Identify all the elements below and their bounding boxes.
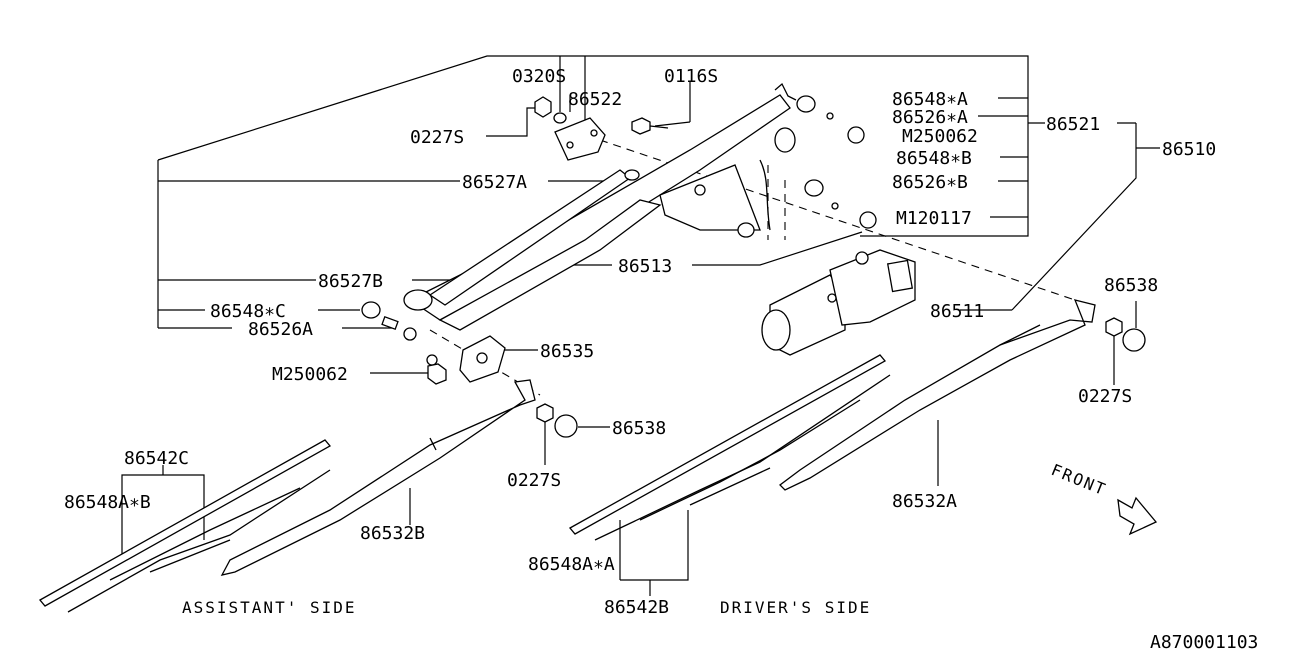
label-86538-right: 86538 xyxy=(1104,275,1158,296)
label-86542b: 86542B xyxy=(604,597,669,618)
nut-0227s-top xyxy=(534,96,552,118)
label-86526-star-b: 86526∗B xyxy=(892,172,968,193)
label-86510: 86510 xyxy=(1162,139,1216,160)
label-86548-star-c: 86548∗C xyxy=(210,301,286,322)
bolt-0116s xyxy=(631,117,651,135)
front-direction-arrow xyxy=(1117,496,1158,536)
label-86548-star-a: 86548∗A xyxy=(892,89,968,110)
diagram-code: A870001103 xyxy=(1150,632,1258,652)
fasteners xyxy=(361,95,1146,438)
bracket-86522 xyxy=(554,117,606,161)
wiper-blade-assistant xyxy=(39,439,331,613)
label-assistant-side: ASSISTANT' SIDE xyxy=(182,598,357,617)
label-86538-mid: 86538 xyxy=(612,418,666,439)
label-0227s-mid: 0227S xyxy=(507,470,561,491)
label-86532b: 86532B xyxy=(360,523,425,544)
label-86542c: 86542C xyxy=(124,448,189,469)
label-front: FRONT xyxy=(1049,460,1110,499)
label-m120117: M120117 xyxy=(896,208,972,229)
label-86535: 86535 xyxy=(540,341,594,362)
wiper-motor xyxy=(761,249,916,356)
label-86526-star-a: 86526∗A xyxy=(892,107,968,128)
label-86511: 86511 xyxy=(930,301,984,322)
label-86532a: 86532A xyxy=(892,491,957,512)
label-drivers-side: DRIVER'S SIDE xyxy=(720,598,871,617)
wiper-arm-86532a xyxy=(779,299,1096,491)
label-86522: 86522 xyxy=(568,89,622,110)
label-86513: 86513 xyxy=(618,256,672,277)
label-86548a-a: 86548A∗A xyxy=(528,554,615,575)
label-0227s-top: 0227S xyxy=(410,127,464,148)
label-m250062-top: M250062 xyxy=(902,126,978,147)
label-86548-star-b: 86548∗B xyxy=(896,148,972,169)
wiper-arm-86532b xyxy=(220,379,536,576)
wiper-linkage-assembly xyxy=(403,82,797,331)
label-0116s: 0116S xyxy=(664,66,718,87)
part-labels: 0320S 0116S 86522 0227S 86548∗A 86526∗A … xyxy=(64,66,1258,652)
wiper-blade-driver xyxy=(568,354,891,541)
label-m250062-left: M250062 xyxy=(272,364,348,385)
label-86527a: 86527A xyxy=(462,172,527,193)
washer-0320s xyxy=(553,112,567,124)
label-0320s: 0320S xyxy=(512,66,566,87)
label-0227s-right: 0227S xyxy=(1078,386,1132,407)
label-86526a: 86526A xyxy=(248,319,313,340)
label-86521: 86521 xyxy=(1046,114,1100,135)
label-86527b: 86527B xyxy=(318,271,383,292)
label-86548a-b: 86548A∗B xyxy=(64,492,151,513)
